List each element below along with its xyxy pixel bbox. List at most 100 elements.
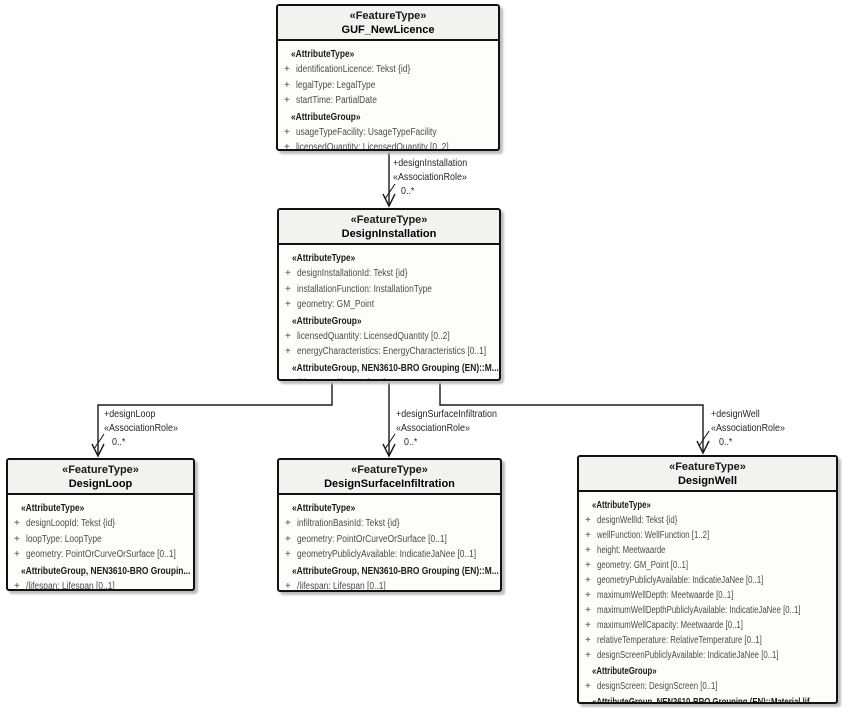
attribute-text: wellFunction: WellFunction [1..2]: [597, 530, 710, 541]
attribute-row: +geometry: GM_Point: [279, 296, 499, 311]
class-name: DesignLoop: [68, 478, 133, 490]
association-multiplicity: 0..*: [401, 185, 415, 197]
association-label-design-installation: +designInstallation «AssociationRole» 0.…: [393, 156, 480, 198]
attribute-row: + identificationLicence: Tekst {id}: [278, 61, 498, 76]
attribute-text: maximumWellDepthPubliclyAvailable: Indic…: [597, 605, 801, 616]
attribute-text: geometryPubliclyAvailable: IndicatieJaNe…: [297, 549, 477, 561]
attribute-row: +designInstallationId: Tekst {id}: [279, 265, 499, 280]
class-design-well[interactable]: «FeatureType» DesignWell «AttributeType»…: [577, 455, 838, 704]
attribute-visibility: +: [285, 549, 291, 561]
attribute-text: licensedQuantity: LicensedQuantity [0..2…: [296, 142, 449, 151]
attribute-visibility: +: [585, 560, 591, 571]
attribute-visibility: +: [285, 581, 291, 592]
association-label-design-loop: +designLoop «AssociationRole» 0..*: [104, 407, 191, 449]
attribute-row: +/lifespan: Lifespan [0..1]: [8, 578, 193, 589]
attribute-visibility: +: [585, 590, 591, 601]
class-stereotype: «FeatureType»: [669, 461, 746, 473]
attribute-section-header: «AttributeType»: [292, 503, 356, 514]
attribute-section-header: «AttributeGroup, NEN3610-BRO Grouping (E…: [592, 697, 817, 704]
association-role: +designSurfaceInfiltration: [396, 408, 497, 420]
attribute-section-header: «AttributeGroup»: [292, 315, 362, 327]
attribute-row: +designScreen: DesignScreen [0..1]: [579, 678, 836, 693]
class-design-installation[interactable]: «FeatureType» DesignInstallation «Attrib…: [277, 208, 501, 381]
association-stereotype: «AssociationRole»: [711, 422, 785, 434]
attribute-text: relativeTemperature: RelativeTemperature…: [597, 635, 762, 646]
attribute-row: +licensedQuantity: LicensedQuantity [0..…: [279, 328, 499, 343]
attribute-text: installationFunction: InstallationType: [297, 283, 432, 295]
attribute-row: + geometry: PointOrCurveOrSurface [0..1]: [8, 546, 193, 561]
class-design-surface-infiltration[interactable]: «FeatureType» DesignSurfaceInfiltration …: [277, 458, 502, 592]
class-stereotype: «FeatureType»: [351, 464, 428, 476]
attribute-row: + legalType: LegalType: [278, 77, 498, 92]
attribute-text: designScreenPubliclyAvailable: Indicatie…: [597, 650, 779, 661]
attribute-text: geometry: GM_Point [0..1]: [597, 560, 689, 571]
attribute-row: +energyCharacteristics: EnergyCharacteri…: [279, 343, 499, 358]
association-role: +designLoop: [104, 408, 156, 420]
class-name: GUF_NewLicence: [341, 24, 435, 36]
class-guf-newlicence[interactable]: «FeatureType» GUF_NewLicence «AttributeT…: [276, 4, 500, 151]
attribute-text: maximumWellDepth: Meetwaarde [0..1]: [597, 590, 734, 601]
class-attribute-compartment: «AttributeType»+identificationLicence: T…: [278, 41, 498, 151]
attribute-row: +designLoopId: Tekst {id}: [8, 515, 193, 530]
attribute-row: + /lifespan: Lifespan [0..1]: [279, 578, 500, 592]
attribute-visibility: +: [284, 64, 290, 76]
attribute-visibility: +: [285, 346, 291, 358]
attribute-visibility: +: [284, 95, 290, 107]
attribute-visibility: +: [585, 545, 591, 556]
attribute-visibility: +: [285, 533, 291, 545]
attribute-visibility: +: [585, 530, 591, 541]
attribute-visibility: +: [585, 575, 591, 586]
association-stereotype: «AssociationRole»: [393, 171, 467, 183]
class-design-loop[interactable]: «FeatureType» DesignLoop «AttributeType»…: [6, 458, 195, 591]
attribute-visibility: +: [285, 331, 291, 343]
association-multiplicity: 0..*: [112, 436, 126, 448]
attribute-row: +infiltrationBasinId: Tekst {id}: [279, 515, 500, 530]
class-stereotype: «FeatureType»: [350, 214, 428, 226]
attribute-text: startTime: PartialDate: [296, 95, 377, 107]
attribute-visibility: +: [585, 681, 591, 692]
association-stereotype: «AssociationRole»: [104, 422, 178, 434]
attribute-section-header: «AttributeGroup, NEN3610-BRO Groupin...: [21, 565, 191, 577]
attribute-text: maximumWellCapacity: Meetwaarde [0..1]: [597, 620, 743, 631]
attribute-text: geometry: PointOrCurveOrSurface [0..1]: [297, 533, 447, 545]
association-stereotype: «AssociationRole»: [396, 422, 470, 434]
association-label-design-surface-infiltration: +designSurfaceInfiltration «AssociationR…: [396, 407, 515, 449]
association-multiplicity: 0..*: [719, 436, 733, 448]
attribute-row: + geometry: GM_Point [0..1]: [579, 557, 836, 572]
attribute-row: +/lifespan: Lifespan [0..1]: [279, 375, 499, 379]
attribute-text: height: Meetwaarde: [597, 545, 666, 556]
attribute-row: +loopType: LoopType: [8, 531, 193, 546]
attribute-text: designWellId: Tekst {id}: [597, 515, 678, 526]
class-header: «FeatureType» DesignLoop: [8, 460, 193, 495]
attribute-row: + wellFunction: WellFunction [1..2]: [579, 527, 836, 542]
class-name: DesignSurfaceInfiltration: [324, 478, 455, 490]
attribute-text: usageTypeFacility: UsageTypeFacility: [296, 127, 437, 139]
attribute-row: +maximumWellDepthPubliclyAvailable: Indi…: [579, 602, 836, 617]
attribute-visibility: +: [14, 533, 20, 545]
attribute-visibility: +: [585, 515, 591, 526]
attribute-row: + geometryPubliclyAvailable: IndicatieJaN…: [279, 546, 500, 561]
attribute-row: +maximumWellCapacity: Meetwaarde [0..1]: [579, 617, 836, 632]
attribute-row: + startTime: PartialDate: [278, 92, 498, 107]
class-attribute-compartment: «AttributeType»+designWellId: Tekst {id}…: [579, 492, 836, 704]
attribute-text: geometry: GM_Point: [297, 299, 375, 311]
multiplicity-slash-design-loop: [93, 433, 105, 450]
attribute-section-header: «AttributeGroup, NEN3610-BRO Grouping (E…: [292, 565, 499, 577]
attribute-row: + height: Meetwaarde: [579, 542, 836, 557]
attribute-visibility: +: [585, 650, 591, 661]
attribute-text: infiltrationBasinId: Tekst {id}: [297, 518, 400, 530]
attribute-text: legalType: LegalType: [296, 79, 376, 91]
attribute-visibility: +: [284, 79, 290, 91]
attribute-text: designInstallationId: Tekst {id}: [297, 268, 408, 280]
attribute-visibility: +: [14, 549, 20, 561]
attribute-text: /lifespan: Lifespan [0..1]: [297, 581, 386, 592]
class-stereotype: «FeatureType»: [62, 464, 139, 476]
attribute-text: identificationLicence: Tekst {id}: [296, 64, 411, 76]
attribute-visibility: +: [285, 283, 291, 295]
attribute-text: geometry: PointOrCurveOrSurface [0..1]: [26, 549, 176, 561]
attribute-section-header: «AttributeGroup»: [291, 111, 361, 123]
arrowhead-design-surface-infiltration: [382, 443, 396, 458]
attribute-visibility: +: [285, 377, 297, 379]
multiplicity-slash-design-surface-infiltration: [384, 433, 396, 450]
